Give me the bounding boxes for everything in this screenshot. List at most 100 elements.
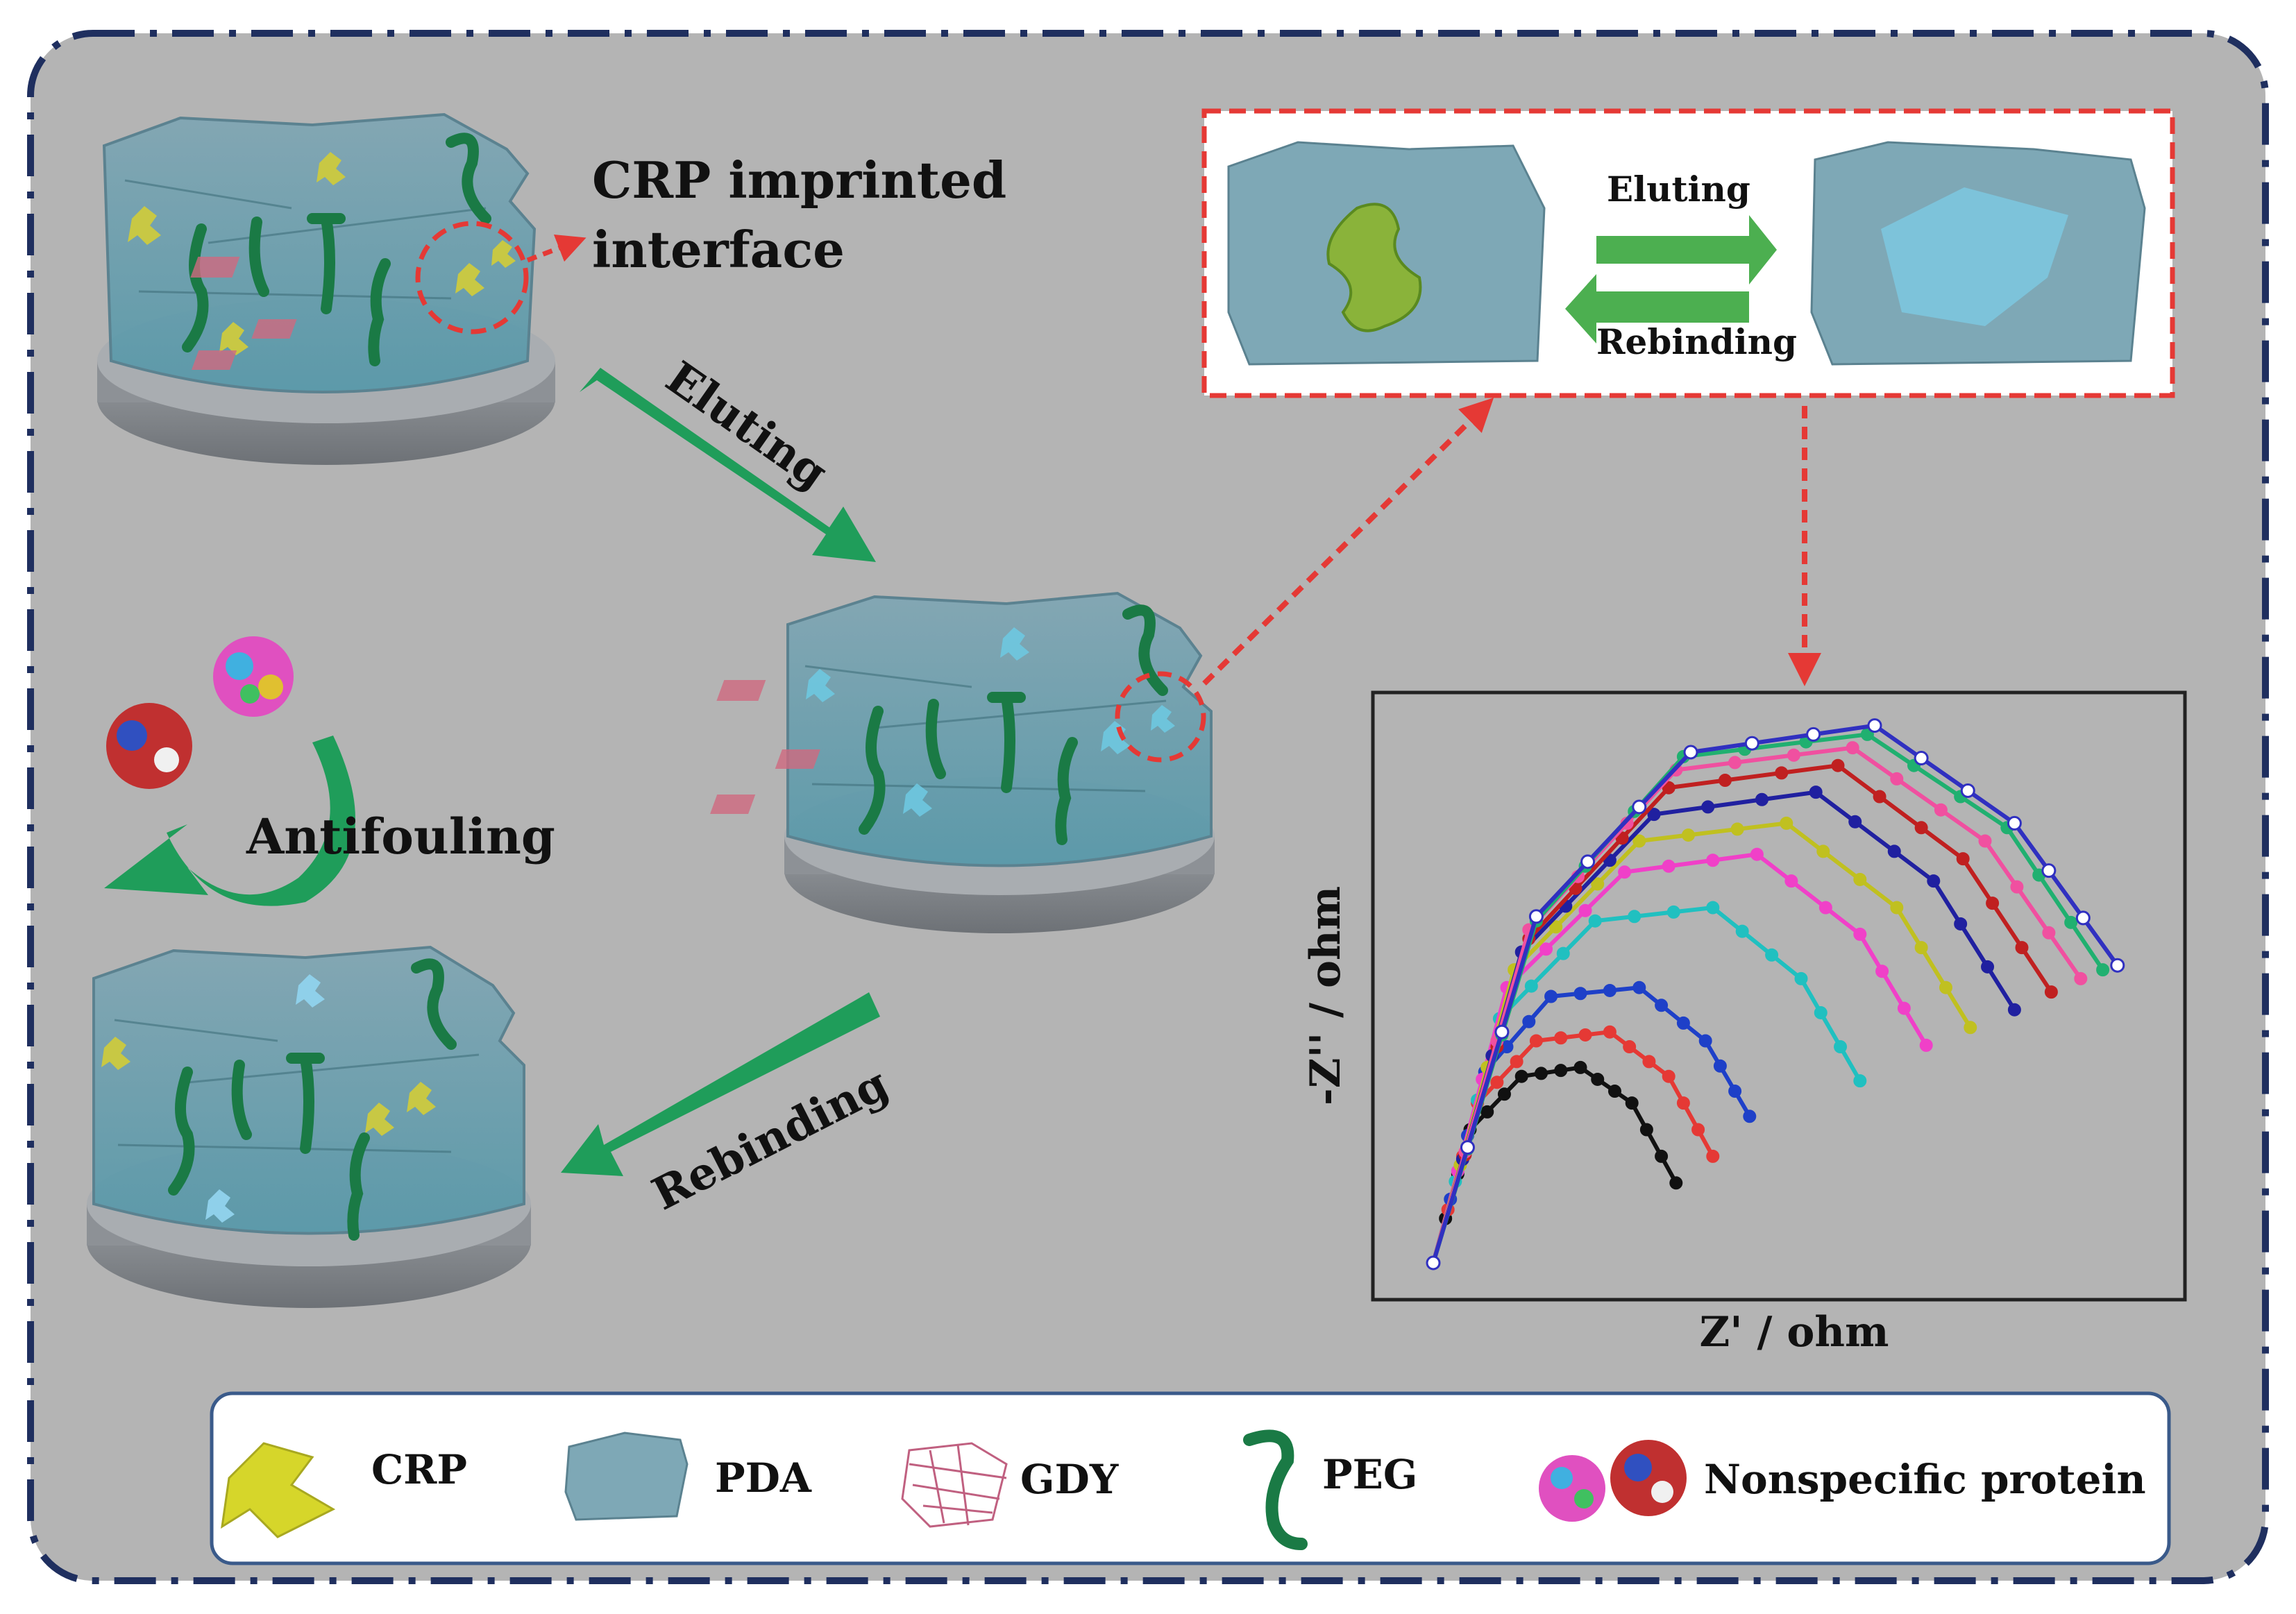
series-point-5-18 (1780, 816, 1793, 830)
eluting-arrow (580, 368, 876, 562)
inset-pointer-arrow (1202, 398, 1494, 686)
series-point-1-16 (1578, 1028, 1592, 1042)
inset-rebinding-label: Rebinding (1596, 321, 1797, 362)
series-point-3-14 (1628, 910, 1641, 924)
nyquist-plot: Z' / ohm -Z'' / ohm (1301, 690, 2187, 1357)
series-point-3-8 (1524, 979, 1538, 993)
series-point-5-24 (1890, 901, 1904, 915)
nonspecific-protein-icon (205, 974, 325, 1223)
series-point-10-26 (2041, 863, 2057, 878)
legend-label-pda: PDA (715, 1454, 812, 1502)
series-point-3-12 (1588, 914, 1602, 928)
series-point-4-16 (1706, 853, 1720, 867)
cavity-site-highlight (1115, 671, 1206, 763)
series-point-3-20 (1735, 924, 1749, 938)
series-point-6-30 (2007, 1003, 2021, 1017)
series-point-4-26 (1875, 965, 1889, 978)
series-point-4-24 (1853, 927, 1867, 941)
series-point-4-28 (1897, 1001, 1911, 1015)
series-point-7-14 (1718, 774, 1732, 788)
series-point-2-30 (1743, 1110, 1757, 1123)
series-point-5-22 (1853, 872, 1867, 886)
legend-item-peg: PEG (1243, 1429, 1417, 1550)
series-point-1-14 (1554, 1031, 1568, 1045)
series-point-6-12 (1647, 808, 1661, 822)
series-point-2-26 (1713, 1059, 1727, 1073)
series-point-3-18 (1706, 901, 1720, 915)
series-point-4-12 (1618, 865, 1632, 879)
series-point-6-14 (1701, 800, 1715, 814)
series-point-3-16 (1666, 905, 1680, 919)
series-point-8-24 (1978, 834, 1992, 848)
series-point-2-10 (1522, 1014, 1536, 1028)
series-point-1-22 (1642, 1055, 1656, 1069)
legend-box (210, 1391, 2171, 1565)
series-point-10-22 (1960, 783, 1975, 798)
nonspecific-protein-legend-icon (1539, 1440, 1687, 1522)
series-point-10-24 (2007, 815, 2022, 831)
series-point-8-26 (2010, 880, 2024, 894)
series-point-7-24 (1956, 852, 1970, 866)
series-point-5-30 (1964, 1021, 1977, 1035)
legend: CRP PDA GDY PEG Nonspe (210, 1391, 2171, 1565)
series-point-1-24 (1662, 1069, 1675, 1083)
series-point-4-10 (1578, 903, 1592, 917)
series-point-0-10 (1497, 1087, 1511, 1101)
inset-box: Eluting Rebinding (1201, 108, 2175, 398)
inset-template-block (1227, 141, 1546, 366)
series-point-10-30 (2110, 958, 2125, 973)
imprinted-label-line2: interface (592, 220, 845, 279)
series-point-8-20 (1890, 772, 1904, 785)
series-point-4-14 (1662, 859, 1675, 873)
series-point-0-22 (1607, 1085, 1621, 1098)
series-point-2-22 (1676, 1016, 1690, 1030)
series-point-1-10 (1510, 1055, 1523, 1069)
series-point-7-12 (1662, 781, 1675, 795)
series-point-4-8 (1539, 942, 1553, 956)
series-point-10-12 (1683, 745, 1698, 760)
series-point-5-28 (1939, 980, 1952, 994)
legend-label-nonspecific: Nonspecific protein (1704, 1456, 2146, 1503)
series-point-5-12 (1632, 834, 1646, 848)
legend-item-pda: PDA (564, 1432, 812, 1521)
series-point-0-12 (1514, 1069, 1528, 1083)
series-point-3-10 (1556, 946, 1570, 960)
peg-chain-icon (859, 604, 1168, 845)
gdy-sheet-icon (710, 680, 820, 814)
series-point-10-4 (1494, 1024, 1510, 1039)
series-point-0-8 (1480, 1105, 1494, 1119)
series-point-2-12 (1544, 989, 1558, 1003)
gdy-legend-icon (901, 1442, 1008, 1528)
series-point-7-8 (1569, 881, 1582, 895)
series-point-6-20 (1848, 815, 1862, 829)
series-point-0-24 (1625, 1096, 1639, 1110)
series-point-1-28 (1691, 1123, 1705, 1137)
series-point-5-16 (1730, 822, 1744, 836)
series-point-9-18 (1860, 727, 1874, 741)
series-point-1-30 (1706, 1149, 1720, 1163)
series-point-1-12 (1529, 1034, 1543, 1048)
series-point-9-28 (2064, 915, 2078, 929)
series-point-0-30 (1669, 1176, 1683, 1190)
peg-legend-icon (1243, 1429, 1308, 1550)
rebinding-arrow (561, 992, 880, 1176)
antifouling-label: Antifouling (246, 808, 555, 865)
series-point-5-26 (1914, 941, 1928, 955)
series-point-10-14 (1744, 736, 1759, 751)
series-point-4-18 (1750, 847, 1764, 861)
series-point-7-20 (1873, 790, 1886, 804)
series-point-6-18 (1809, 785, 1823, 799)
series-point-1-26 (1676, 1096, 1690, 1110)
series-point-1-20 (1623, 1040, 1637, 1054)
inset-eluting-arrow (1596, 215, 1777, 284)
series-point-2-16 (1603, 983, 1617, 997)
electrode-rebound (87, 945, 531, 1308)
plot-series-group (1426, 718, 2125, 1271)
series-point-7-18 (1831, 758, 1845, 772)
series-point-6-24 (1927, 874, 1941, 888)
series-point-7-26 (1986, 897, 2000, 910)
plot-ylabel: -Z'' / ohm (1301, 886, 1350, 1105)
imprint-site-highlight (415, 221, 529, 334)
plot-xlabel: Z' / ohm (1700, 1308, 1889, 1357)
